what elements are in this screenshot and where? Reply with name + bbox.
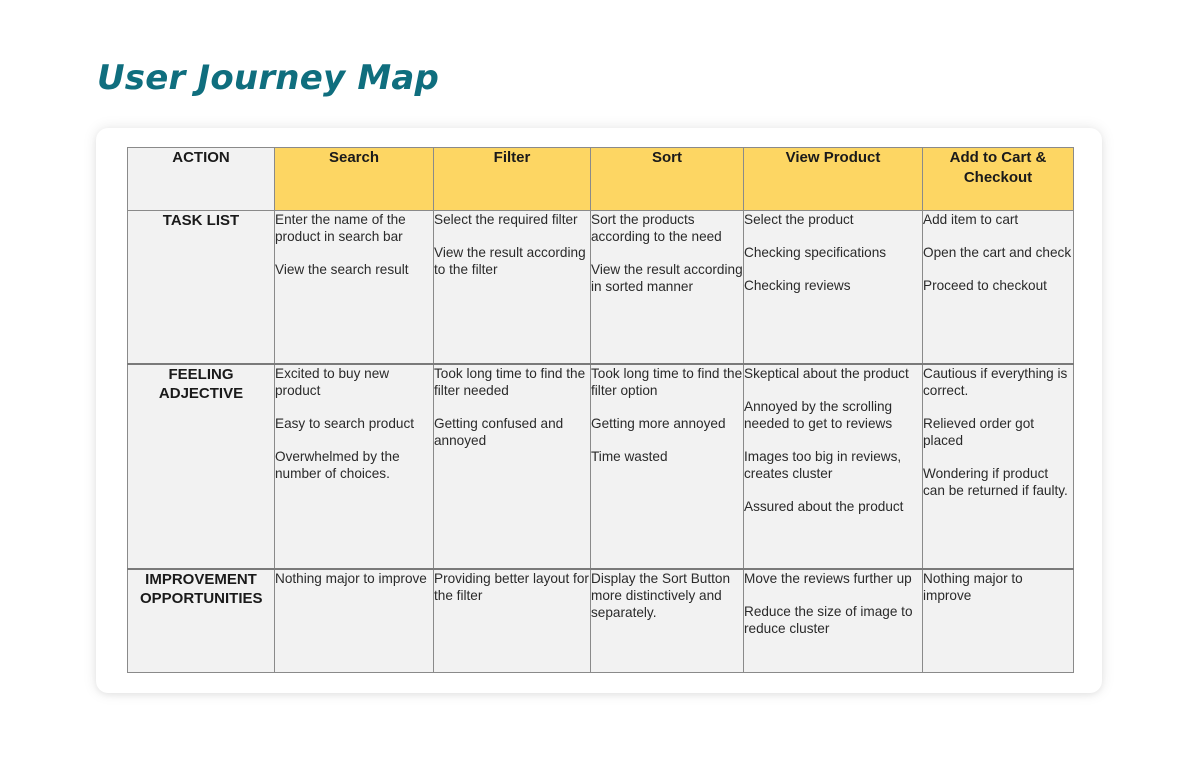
cell-text: Getting more annoyed: [591, 415, 726, 431]
cell-text: Move the reviews further up: [744, 570, 912, 586]
cell-text: View the search result: [275, 262, 409, 277]
stage-header-filter: Filter: [433, 147, 591, 211]
stage-header-add-to-cart-checkout: Add to Cart & Checkout: [922, 147, 1074, 211]
cell-text: Relieved order got placed: [923, 415, 1035, 448]
stage-header-search: Search: [274, 147, 434, 211]
cell-text: Proceed to checkout: [923, 278, 1047, 293]
cell-view-product: Move the reviews further up Reduce the si…: [743, 568, 923, 673]
cell-text: Display the Sort Button more distinctive…: [591, 570, 731, 620]
cell-text: Cautious if everything is correct.: [923, 365, 1068, 398]
cell-add-to-cart-checkout: Nothing major to improve: [922, 568, 1074, 673]
cell-text: Easy to search product: [275, 415, 415, 431]
cell-text: Excited to buy new product: [275, 365, 390, 398]
cell-text: Sort the products according to the need: [591, 212, 722, 244]
cell-filter: Providing better layout for the filter: [433, 568, 591, 673]
cell-add-to-cart-checkout: Cautious if everything is correct. Reliev…: [922, 363, 1074, 570]
cell-text: Providing better layout for the filter: [434, 570, 589, 603]
row-label: TASK LIST: [127, 210, 275, 365]
cell-text: Add item to cart: [923, 212, 1019, 227]
cell-text: Skeptical about the product: [744, 365, 909, 381]
cell-text: Open the cart and check: [923, 245, 1072, 260]
cell-filter: Took long time to find the filter needed…: [433, 363, 591, 570]
cell-text: Overwhelmed by the number of choices.: [275, 448, 400, 481]
cell-text: Nothing major to improve: [923, 570, 1023, 603]
cell-text: Getting confused and annoyed: [434, 415, 564, 448]
cell-text: Time wasted: [591, 448, 668, 464]
cell-text: Nothing major to improve: [275, 570, 427, 586]
stage-header-row: ACTION Search Filter Sort View Product A…: [127, 147, 1074, 211]
cell-text: Wondering if product can be returned if …: [923, 465, 1068, 498]
cell-sort: Took long time to find the filter option…: [590, 363, 744, 570]
cell-text: View the result according in sorted mann…: [591, 262, 743, 294]
row-label: FEELING ADJECTIVE: [127, 363, 275, 570]
cell-text: Took long time to find the filter option: [591, 365, 743, 398]
row-label: IMPROVEMENT OPPORTUNITIES: [127, 568, 275, 673]
cell-text: Images too big in reviews, creates clust…: [744, 448, 902, 481]
cell-search: Nothing major to improve: [274, 568, 434, 673]
cell-text: View the result according to the filter: [434, 245, 586, 277]
page-title: User Journey Map: [97, 58, 440, 98]
cell-text: Checking reviews: [744, 278, 851, 293]
cell-text: Select the required filter: [434, 212, 578, 227]
cell-text: Reduce the size of image to reduce clust…: [744, 603, 913, 636]
stage-header-view-product: View Product: [743, 147, 923, 211]
cell-search: Enter the name of the product in search …: [274, 210, 434, 365]
cell-text: Annoyed by the scrolling needed to get t…: [744, 398, 893, 431]
action-header: ACTION: [127, 147, 275, 211]
cell-text: Enter the name of the product in search …: [275, 212, 406, 244]
cell-sort: Display the Sort Button more distinctive…: [590, 568, 744, 673]
stage-header-sort: Sort: [590, 147, 744, 211]
cell-text: Select the product: [744, 212, 854, 227]
cell-text: Took long time to find the filter needed: [434, 365, 586, 398]
cell-text: Checking specifications: [744, 245, 887, 260]
journey-map-table: ACTION Search Filter Sort View Product A…: [127, 147, 1074, 673]
cell-text: Assured about the product: [744, 498, 904, 514]
